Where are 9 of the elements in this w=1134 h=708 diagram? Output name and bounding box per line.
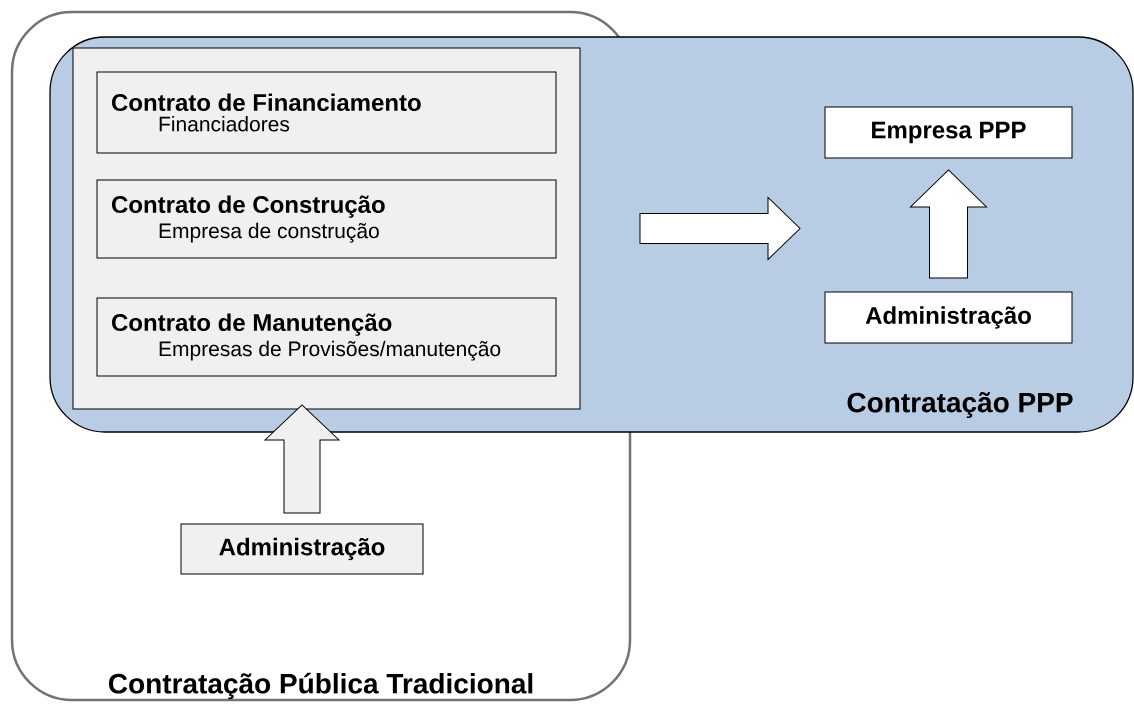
block-arrow — [639, 197, 801, 260]
contract-box: Contrato de Construção Empresa de construção — [96, 179, 557, 259]
block-arrow — [910, 169, 987, 279]
block-arrow — [264, 404, 340, 514]
process-box: Empresa PPP — [824, 106, 1073, 159]
process-box: Administração — [180, 523, 424, 575]
contract-box: Contrato de Financiamento Financiadores — [96, 71, 557, 154]
process-box: Administração — [824, 291, 1073, 344]
contract-box: Contrato de Manutenção Empresas de Provisões/manutenção — [96, 297, 557, 377]
